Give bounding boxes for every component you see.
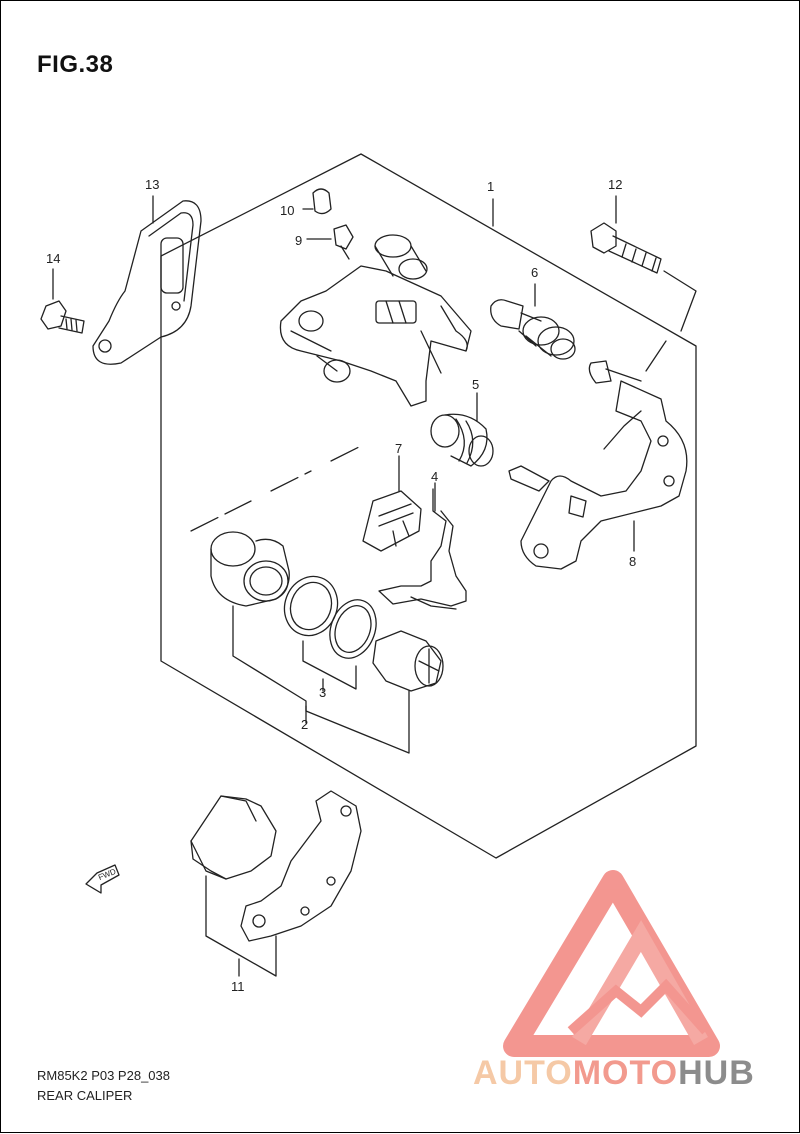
watermark-logo	[503, 870, 720, 1057]
part-2-cap	[372, 630, 444, 692]
callout-11: 11	[231, 979, 245, 994]
callout-6: 6	[531, 265, 539, 280]
part-11-pads	[190, 790, 362, 977]
part-7-clip	[362, 455, 422, 552]
part-3-seal-b	[329, 599, 377, 659]
part-5-boot	[430, 392, 494, 467]
part-6-boot	[490, 283, 576, 360]
part-8-bracket	[508, 360, 688, 570]
callout-14: 14	[46, 251, 61, 266]
drawing-code: RM85K2 P03 P28_038	[37, 1068, 170, 1083]
callout-3: 3	[319, 685, 327, 700]
caliper-body	[279, 234, 472, 407]
callout-12: 12	[608, 177, 623, 192]
part-9-valve	[306, 224, 354, 260]
drawing-caption: REAR CALIPER	[37, 1088, 133, 1103]
fwd-arrow-icon	[85, 864, 120, 894]
leader-11	[205, 875, 277, 977]
callout-1: 1	[487, 179, 495, 194]
part-4-spring	[378, 482, 467, 610]
leader-3	[302, 640, 357, 690]
assembly-outline	[160, 153, 697, 859]
callout-8: 8	[629, 554, 637, 569]
part-10-cap	[302, 188, 332, 215]
callout-13: 13	[145, 177, 160, 192]
part-12-bolt	[590, 195, 697, 450]
callout-7: 7	[395, 441, 403, 456]
part-2-piston	[210, 531, 290, 607]
callout-9: 9	[295, 233, 303, 248]
callout-10: 10	[280, 203, 295, 218]
figure-title: FIG.38	[37, 51, 114, 78]
watermark-text: AUTOMOTOHUB	[473, 1054, 755, 1092]
part-14-bolt	[40, 268, 85, 334]
part-13-bracket	[92, 195, 202, 365]
callout-4: 4	[431, 469, 439, 484]
callout-5: 5	[472, 377, 480, 392]
callout-2: 2	[301, 717, 309, 732]
leader-2	[232, 605, 410, 754]
